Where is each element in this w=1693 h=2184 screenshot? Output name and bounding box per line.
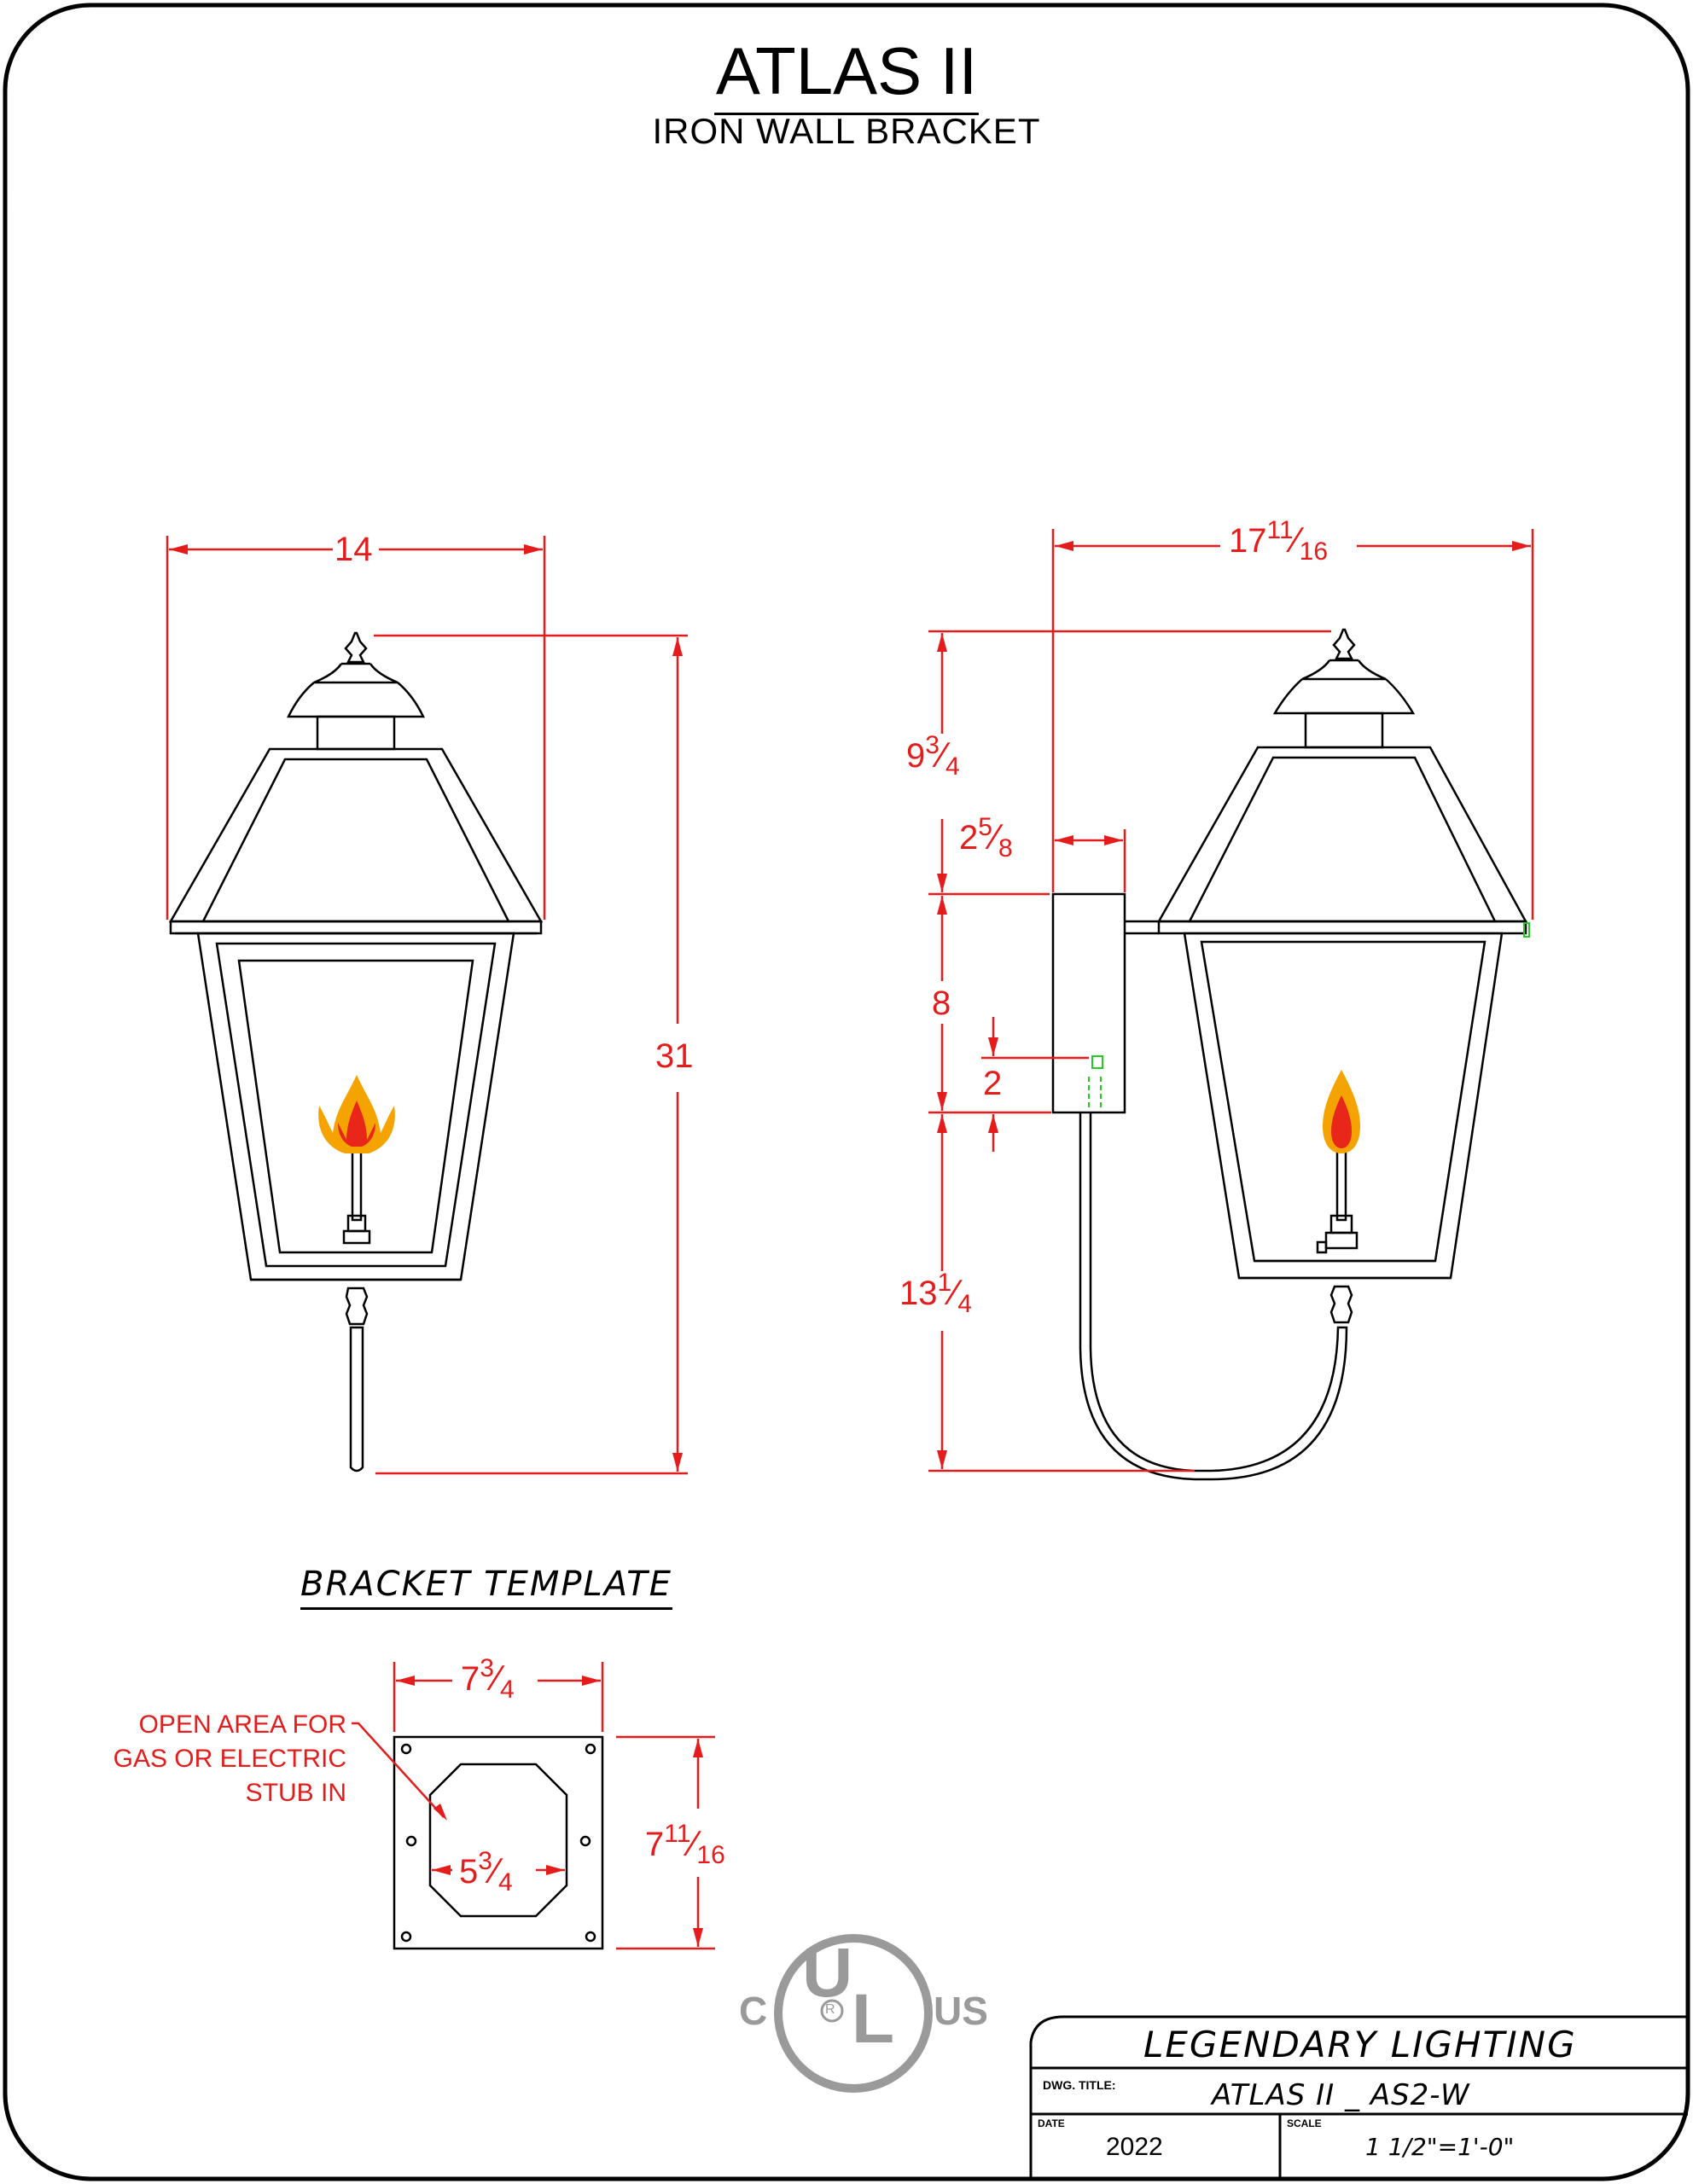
template-opening-note: OPEN AREA FOR GAS OR ELECTRIC STUB IN [68,1708,346,1810]
template-opening-whole: 5 [459,1853,479,1891]
template-width-den: 4 [499,1676,515,1704]
green-markers [1088,922,1530,1109]
ul-letter-us: US [934,1989,988,2033]
fraction-slash: ⁄ [992,816,998,857]
fraction-slash: ⁄ [939,735,945,775]
front-view-lantern [168,631,544,1472]
side-top-height-den: 4 [945,752,960,781]
front-flame [318,1075,395,1153]
template-height-whole: 7 [645,1826,665,1863]
side-bottom-height-dim: 131⁄4 [899,1269,972,1317]
front-height-dim: 31 [655,1037,694,1075]
title-block-date-label: DATE [1038,2117,1065,2129]
side-flame [1323,1070,1360,1153]
template-opening-num: 3 [478,1846,492,1875]
side-depth-den: 16 [1299,537,1329,566]
side-top-height-dim: 93⁄4 [906,732,960,780]
fraction-slash: ⁄ [492,1850,498,1891]
note-line-2: GAS OR ELECTRIC [113,1745,346,1773]
template-height-num: 11 [664,1819,691,1848]
side-dimensions [928,529,1534,1472]
side-bracket-offset-num: 5 [978,812,992,841]
side-bottom-height-whole: 13 [899,1275,938,1312]
page-subtitle: IRON WALL BRACKET [652,111,1041,151]
template-opening-den: 4 [497,1868,513,1896]
side-depth-num: 11 [1266,515,1294,544]
front-dimensions [166,536,688,1475]
note-line-3: STUB IN [245,1779,346,1807]
side-top-height-num: 3 [925,730,940,759]
side-bracket-offset-den: 8 [998,834,1013,863]
fraction-slash: ⁄ [493,1658,500,1698]
template-opening-dim: 53⁄4 [459,1848,513,1896]
ul-certification-mark [774,1934,933,2093]
side-stub-dim: 2 [983,1065,1003,1102]
title-block-dwg-title: ATLAS II _ AS2-W [1212,2078,1470,2112]
page-title-text: ATLAS II [713,32,980,115]
fraction-slash: ⁄ [690,1823,697,1863]
title-block-company: LEGENDARY LIGHTING [1143,2024,1577,2065]
sheet-border [3,3,1690,2181]
front-width-dim: 14 [335,531,373,568]
title-block-dwg-label: DWG. TITLE: [1043,2078,1116,2092]
side-depth-dim: 1711⁄16 [1229,517,1328,565]
fraction-slash: ⁄ [951,1272,958,1312]
template-height-den: 16 [696,1841,725,1869]
template-width-num: 3 [480,1653,494,1682]
template-width-dim: 73⁄4 [461,1655,515,1703]
side-bracket-offset-dim: 25⁄8 [959,814,1013,862]
ul-letter-u: U [802,1934,853,2012]
title-block-scale: 1 1/2"=1'-0" [1365,2133,1515,2161]
side-bracket-offset-whole: 2 [959,819,979,857]
side-top-height-whole: 9 [906,737,926,775]
side-view-lantern [1051,628,1528,1481]
title-block-scale-label: SCALE [1287,2117,1322,2129]
side-depth-whole: 17 [1229,522,1267,560]
bracket-template-title: BRACKET TEMPLATE [300,1565,672,1610]
ul-letter-l: L [852,1980,895,2058]
side-bracket-height-dim: 8 [932,985,951,1022]
page-title: ATLAS II [0,32,1693,115]
note-line-1: OPEN AREA FOR [138,1711,346,1739]
fraction-slash: ⁄ [1293,520,1300,560]
side-bottom-height-den: 4 [957,1290,972,1318]
ul-letter-c: C [739,1989,768,2033]
bracket-template-plate [393,1735,604,1950]
ul-registered: R [825,2002,835,2017]
title-block [1029,2015,1688,2179]
bracket-template-dims [352,1662,715,1950]
template-height-dim: 711⁄16 [645,1821,725,1868]
template-width-whole: 7 [461,1660,480,1698]
title-block-date: 2022 [1106,2133,1163,2161]
side-bottom-height-num: 1 [937,1268,952,1297]
